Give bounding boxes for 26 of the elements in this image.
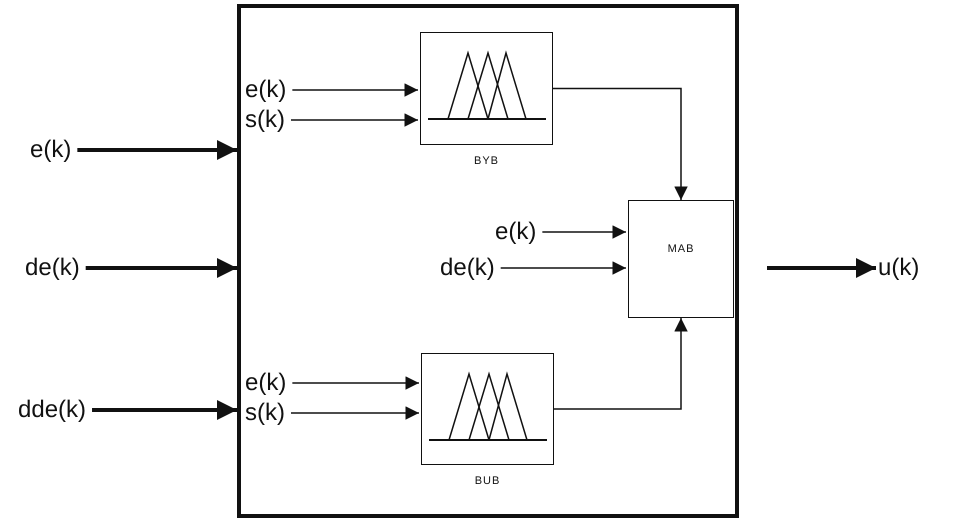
arrow — [542, 225, 626, 239]
signal-label: e(k) — [30, 136, 72, 164]
signal-label: e(k) — [495, 218, 536, 246]
arrow — [292, 376, 419, 390]
arrow — [767, 258, 876, 278]
arrow — [554, 318, 688, 410]
controller-box — [237, 4, 739, 518]
arrow — [92, 400, 237, 420]
arrow — [290, 406, 419, 420]
signal-label: e(k) — [245, 76, 286, 104]
arrow — [500, 261, 626, 275]
arrow — [86, 258, 237, 278]
signal-label: dde(k) — [18, 396, 86, 424]
signal-label: de(k) — [440, 254, 495, 282]
signal-label: de(k) — [25, 254, 80, 282]
arrow — [77, 140, 237, 160]
arrow — [290, 113, 418, 127]
block-label: BUB — [474, 475, 502, 487]
signal-label: s(k) — [245, 399, 285, 427]
arrow — [553, 88, 688, 200]
arrow — [292, 83, 418, 97]
block-label: MAB — [668, 243, 694, 255]
signal-label: u(k) — [878, 254, 920, 282]
block-label: BYB — [472, 155, 500, 167]
signal-label: s(k) — [245, 106, 285, 134]
signal-label: e(k) — [245, 369, 286, 397]
